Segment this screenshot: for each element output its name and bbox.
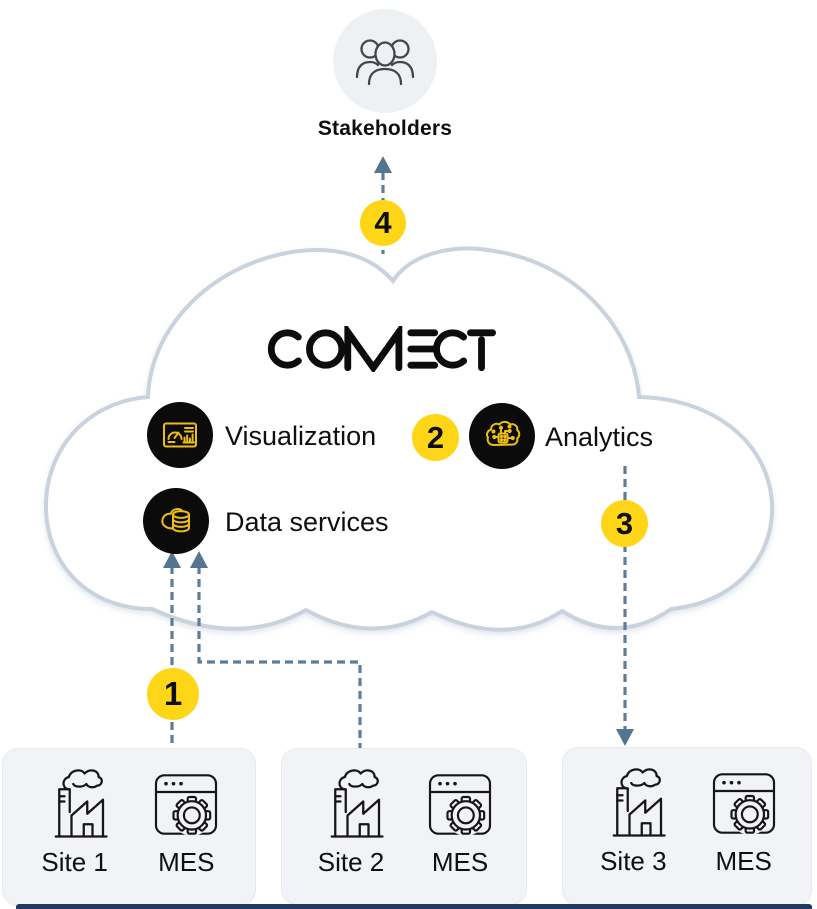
site-1-label: Site 1 [41, 847, 108, 877]
step-badge-1: 1 [147, 668, 199, 720]
arrowhead-site2-to-data-services [190, 551, 208, 568]
site-3-box: Site 3 [562, 747, 812, 906]
dashboard-gauge-icon [163, 422, 197, 448]
data-services-label: Data services [225, 507, 389, 537]
site-3-label: Site 3 [600, 846, 667, 876]
arrowhead-cloud-to-stakeholders [374, 156, 392, 173]
site-2-cell: Site 2 [308, 763, 394, 877]
site-3-mes-cell: MES [704, 766, 784, 876]
step-4-number: 4 [374, 205, 392, 240]
analytics-label: Analytics [545, 422, 654, 452]
step-badge-2: 2 [412, 414, 459, 461]
factory-icon [54, 769, 108, 838]
stakeholders-node [333, 9, 437, 113]
site-1-cell: Site 1 [32, 763, 118, 877]
app-window-gear-icon [428, 774, 492, 836]
site-2-mes-label: MES [431, 847, 489, 877]
app-window-gear-icon [155, 774, 218, 836]
site-2-box: Site 2 [281, 748, 527, 905]
factory-icon [612, 768, 666, 837]
analytics-service-node [469, 403, 535, 469]
bottom-accent-bar [16, 904, 812, 909]
factory-icon [330, 769, 384, 838]
site-1-box: Site 1 [2, 748, 256, 906]
step-1-number: 1 [163, 675, 183, 712]
site-1-mes-cell: MES [146, 767, 226, 877]
arrowhead-site1-to-data-services [163, 551, 181, 568]
step-3-number: 3 [615, 505, 634, 541]
site-1-mes-label: MES [158, 847, 215, 877]
step-badge-4: 4 [360, 200, 406, 246]
stakeholders-label: Stakeholders [317, 117, 453, 140]
connect-brand-logo [267, 326, 496, 372]
visualization-label: Visualization [225, 421, 377, 451]
arrow-site2-to-data-services [197, 566, 362, 748]
site-3-cell: Site 3 [590, 762, 676, 876]
site-2-mes-cell: MES [420, 767, 500, 877]
visualization-service-node [147, 402, 213, 468]
cloud-database-icon [161, 508, 190, 533]
data-services-node [143, 488, 209, 554]
cloud-shape [43, 246, 775, 632]
arrowhead-analytics-to-site3 [616, 729, 634, 746]
step-2-number: 2 [426, 419, 445, 455]
site-3-mes-label: MES [715, 846, 772, 876]
site-2-label: Site 2 [317, 847, 385, 877]
ai-cloud-chip-icon [486, 420, 521, 446]
app-window-gear-icon [712, 773, 775, 835]
people-group-icon [355, 39, 415, 86]
step-badge-3: 3 [601, 500, 648, 547]
